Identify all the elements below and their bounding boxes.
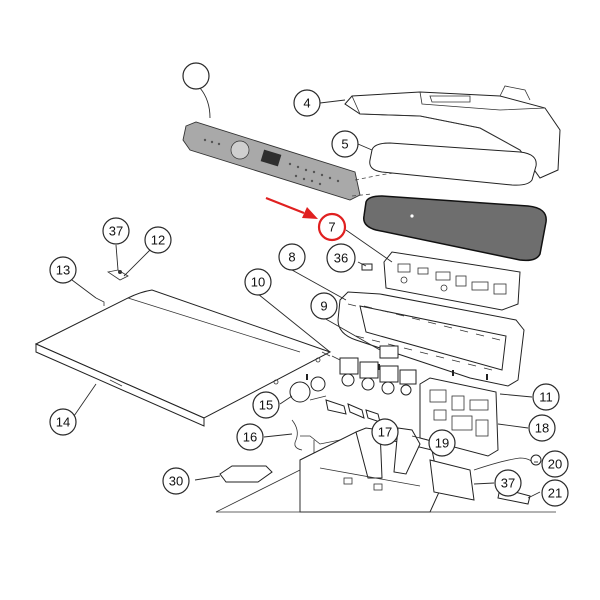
callout-5: 5 [331, 130, 359, 158]
lid-hinge-parts [95, 269, 129, 306]
leader-lines [71, 87, 541, 499]
display-window-frame [369, 142, 537, 186]
callout-label: 17 [378, 425, 392, 440]
callout-15: 15 [252, 391, 280, 419]
callout-8: 8 [278, 243, 306, 271]
callout-37-bottom: 37 [494, 469, 522, 497]
control-panel-fascia [182, 121, 361, 201]
callout-label: 14 [56, 415, 70, 430]
callout-label: 8 [288, 250, 295, 265]
callout-label: 30 [169, 474, 183, 489]
callout-10: 10 [244, 268, 272, 296]
callout-label: 15 [259, 398, 273, 413]
cabinet-top [215, 469, 556, 513]
callout-label: 36 [334, 251, 348, 266]
console-glass [363, 195, 547, 262]
console-frame [337, 291, 525, 387]
frame-bracket [379, 345, 399, 359]
callout-18: 18 [528, 414, 556, 442]
callout-30: 30 [162, 467, 190, 495]
callout-21: 21 [541, 479, 569, 507]
callout-16: 16 [236, 423, 264, 451]
callout-label: 9 [320, 299, 327, 314]
callout-14: 14 [49, 408, 77, 436]
small-clip [361, 263, 373, 271]
callout-label: 21 [548, 486, 562, 501]
callout-19: 19 [428, 429, 456, 457]
callout-label: 37 [109, 224, 123, 239]
callout-label: 12 [151, 233, 165, 248]
callout-label: 5 [341, 137, 348, 152]
hinge-cover [219, 465, 273, 483]
callout-37-top: 37 [102, 217, 130, 245]
callout-label: 4 [303, 96, 310, 111]
washer-top-lid [34, 289, 332, 427]
callout-4: 4 [293, 89, 321, 117]
callout-7: 7 [317, 212, 347, 242]
callout-label: 11 [539, 390, 553, 405]
callout-label: 18 [535, 421, 549, 436]
callout-label: 7 [328, 220, 335, 235]
callout-12: 12 [144, 226, 172, 254]
highlight-arrow [265, 196, 318, 219]
callout-label: 20 [548, 457, 562, 472]
callout-label: 37 [501, 476, 515, 491]
hose-fittings [289, 376, 381, 423]
callout-36: 36 [326, 243, 356, 273]
callout-13: 13 [49, 256, 77, 284]
callout-label: 13 [56, 263, 70, 278]
callout-label: 10 [251, 275, 265, 290]
callout-11: 11 [532, 383, 560, 411]
callout-1 [182, 62, 210, 90]
callout-17: 17 [371, 418, 399, 446]
alignment-line [351, 193, 373, 197]
callout-9: 9 [310, 292, 338, 320]
callout-20: 20 [541, 450, 569, 478]
callout-label: 19 [435, 436, 449, 451]
callout-label: 16 [243, 430, 257, 445]
user-interface-board [361, 251, 521, 311]
water-valve-assembly [321, 351, 417, 396]
